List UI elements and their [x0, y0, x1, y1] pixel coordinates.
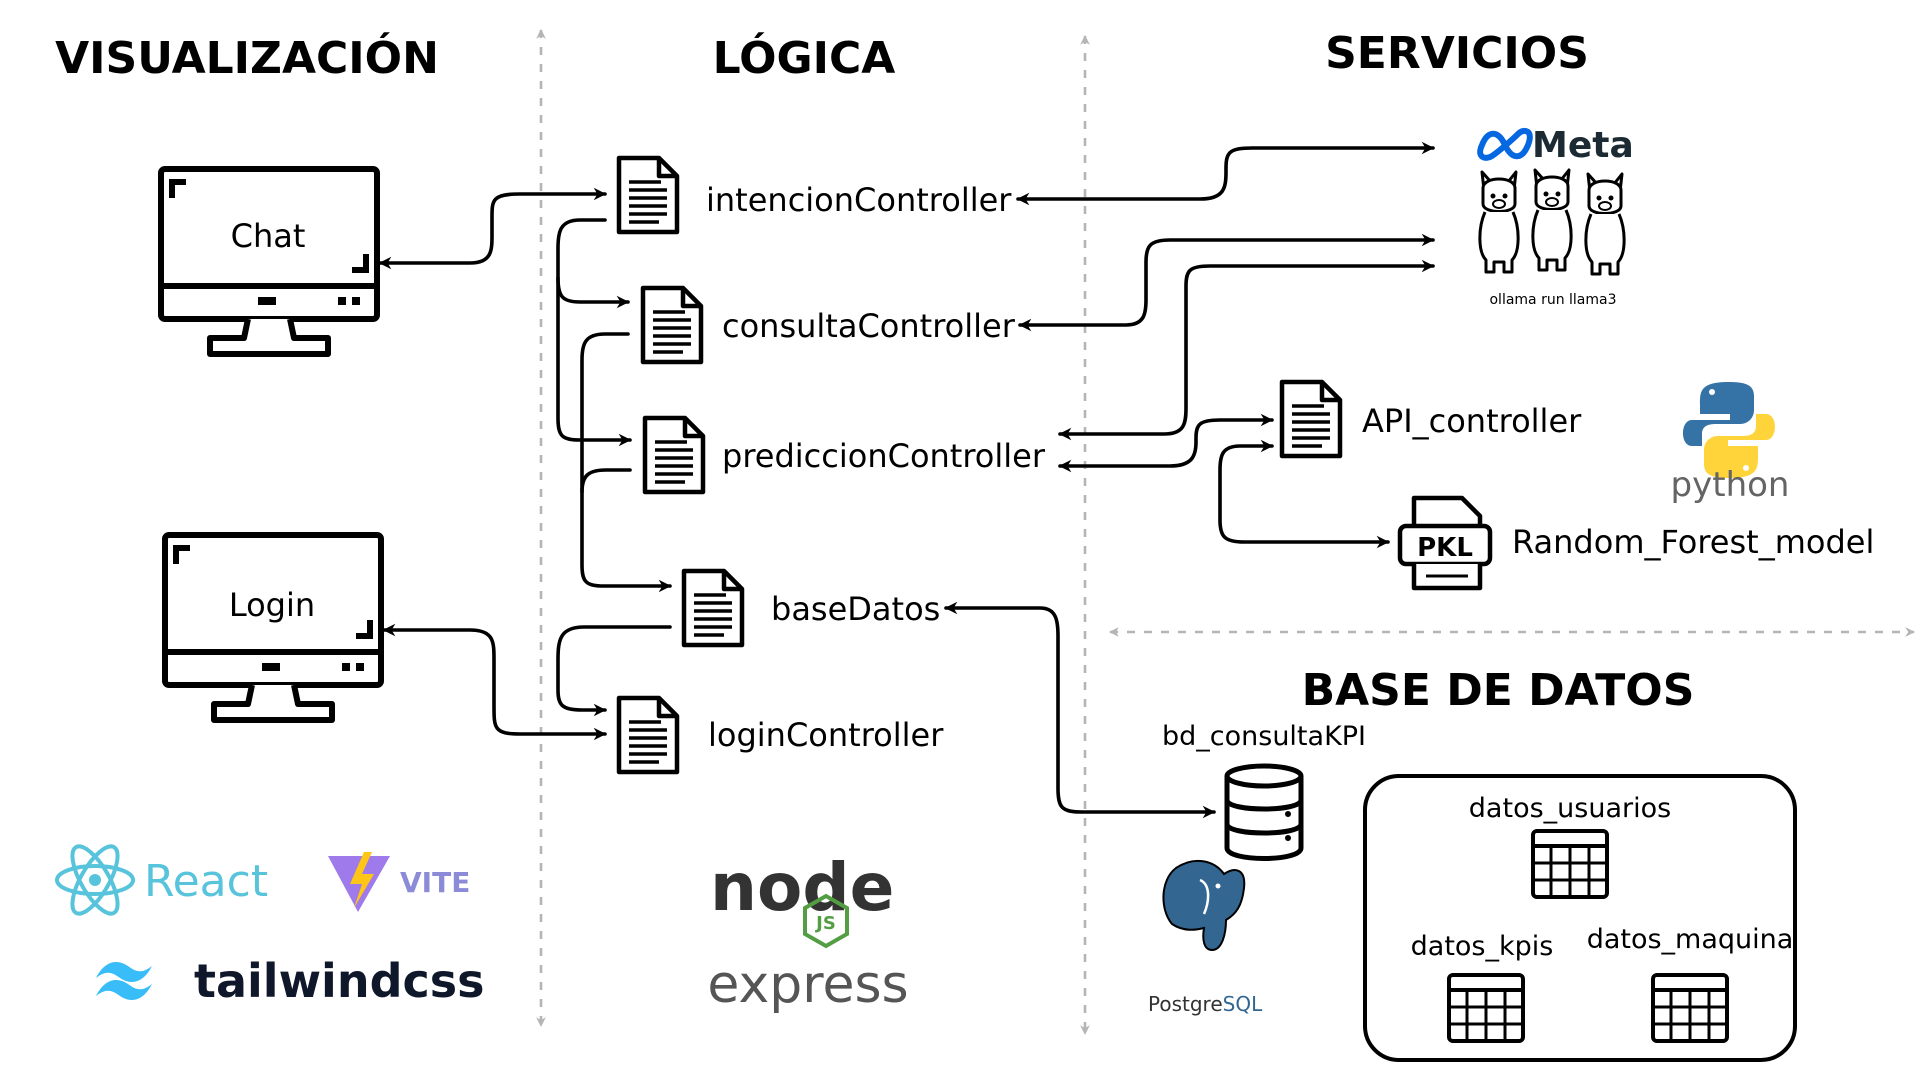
meta-logo: Meta [1477, 125, 1634, 166]
postgres-elephant-icon [1162, 859, 1246, 952]
intencion-controller-label: intencionController [706, 181, 1012, 219]
chat-monitor-icon: Chat [161, 169, 377, 354]
connector-basedatos-login [556, 625, 672, 717]
login-document-icon [619, 698, 677, 772]
postgresql-logo: PostgreSQL [1148, 859, 1263, 1016]
connector-intencion-consulta [556, 276, 630, 309]
postgres-label-suffix: SQL [1223, 992, 1263, 1016]
node-label: node [710, 849, 894, 926]
prediccion-controller-label: prediccionController [722, 437, 1046, 475]
react-logo: React [55, 844, 268, 916]
connector-basedatos-bd [944, 601, 1216, 819]
api-controller-label: API_controller [1362, 402, 1582, 440]
postgres-label-prefix: Postgre [1148, 992, 1223, 1016]
vite-logo: VITE [328, 852, 470, 912]
table-label-kpis: datos_kpis [1411, 931, 1554, 962]
api-document-icon [1282, 382, 1340, 456]
connector-prediccion-branch [580, 468, 632, 494]
svg-text:PostgreSQL: PostgreSQL [1148, 992, 1263, 1016]
express-label: express [707, 955, 908, 1015]
bd-consultakpi-label: bd_consultaKPI [1162, 721, 1366, 752]
login-controller-label: loginController [708, 716, 944, 754]
login-screen-label: Login [229, 586, 315, 624]
pkl-label: PKL [1417, 533, 1473, 563]
python-logo: python [1671, 382, 1790, 505]
meta-infinity-icon [1477, 127, 1533, 161]
login-monitor-icon: Login [165, 535, 381, 720]
vite-label: VITE [400, 866, 470, 899]
python-label: python [1671, 465, 1790, 505]
ollama-command-label: ollama run llama3 [1489, 292, 1616, 308]
consulta-controller-label: consultaController [722, 307, 1016, 345]
table-label-usuarios: datos_usuarios [1469, 793, 1671, 824]
section-title-visualizacion: VISUALIZACIÓN [55, 31, 439, 84]
ollama-llamas-icon [1478, 168, 1626, 276]
section-title-servicios: SERVICIOS [1325, 28, 1589, 79]
connector-intencion-meta [1016, 141, 1435, 206]
prediccion-document-icon [645, 418, 703, 492]
nodejs-hexagon-icon [803, 893, 849, 949]
connector-consulta-basedatos [580, 332, 672, 593]
connector-login-logincontroller [382, 623, 607, 741]
connector-consulta-llama [1018, 233, 1435, 332]
vite-bolt-icon [350, 852, 374, 908]
table-usuarios-icon [1531, 829, 1609, 899]
dividers [536, 29, 1915, 1035]
connector-intencion-prediccion [556, 218, 632, 447]
table-maquina-icon [1651, 973, 1729, 1043]
react-atom-icon [55, 844, 135, 916]
section-title-logica: LÓGICA [713, 31, 896, 84]
table-label-maquina: datos_maquina [1587, 924, 1794, 955]
connector-chat-intencion [378, 187, 607, 270]
database-cylinder-icon [1227, 766, 1301, 859]
nodejs-logo: node JS express [707, 849, 908, 1015]
consulta-document-icon [643, 288, 701, 362]
meta-label: Meta [1532, 125, 1634, 166]
pkl-file-icon: PKL [1397, 495, 1493, 591]
random-forest-model-label: Random_Forest_model [1512, 523, 1874, 561]
js-label: JS [814, 913, 836, 934]
tailwind-logo: tailwindcss [96, 954, 485, 1008]
basedatos-controller-label: baseDatos [771, 590, 940, 628]
chat-screen-label: Chat [231, 217, 306, 255]
python-snake-blue-icon [1683, 382, 1754, 446]
connector-api-pkl [1218, 439, 1390, 549]
python-snake-yellow-icon [1704, 414, 1775, 478]
table-kpis-icon [1447, 973, 1525, 1043]
basedatos-document-icon [684, 571, 742, 645]
intencion-document-icon [619, 158, 677, 232]
tailwind-label: tailwindcss [194, 954, 485, 1008]
section-title-base-datos: BASE DE DATOS [1302, 665, 1695, 716]
tailwind-wave-icon [96, 962, 152, 982]
react-label: React [144, 856, 268, 907]
connectors [378, 141, 1435, 819]
connector-prediccion-api [1058, 413, 1274, 473]
